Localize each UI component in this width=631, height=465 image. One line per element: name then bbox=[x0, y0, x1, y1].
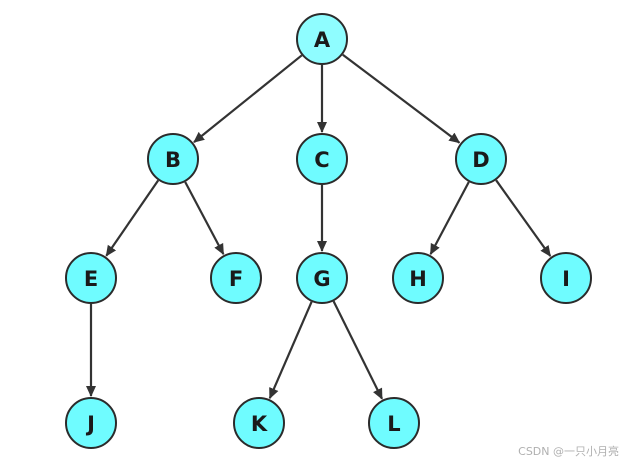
edge-a-b bbox=[193, 54, 303, 143]
tree-node-c: C bbox=[296, 133, 348, 185]
node-circle bbox=[233, 397, 285, 449]
node-label: H bbox=[409, 267, 427, 291]
edge-g-k bbox=[268, 301, 313, 400]
node-circle bbox=[540, 252, 592, 304]
tree-node-a: A bbox=[296, 13, 348, 65]
tree-node-h: H bbox=[392, 252, 444, 304]
node-circle bbox=[296, 133, 348, 185]
node-label: B bbox=[165, 148, 181, 172]
tree-node-e: E bbox=[65, 252, 117, 304]
tree-node-f: F bbox=[210, 252, 262, 304]
node-label: C bbox=[314, 148, 329, 172]
edge-b-f bbox=[184, 181, 225, 255]
node-circle bbox=[147, 133, 199, 185]
tree-node-d: D bbox=[455, 133, 507, 185]
node-circle bbox=[455, 133, 507, 185]
node-label: A bbox=[314, 28, 331, 52]
node-label: J bbox=[85, 412, 95, 436]
node-label: D bbox=[472, 148, 489, 172]
watermark: CSDN @一只小月亮 bbox=[518, 445, 619, 458]
node-label: K bbox=[251, 412, 268, 436]
tree-node-i: I bbox=[540, 252, 592, 304]
tree-node-k: K bbox=[233, 397, 285, 449]
tree-node-b: B bbox=[147, 133, 199, 185]
edge-d-h bbox=[429, 181, 470, 255]
node-circle bbox=[65, 252, 117, 304]
node-label: E bbox=[84, 267, 98, 291]
node-label: G bbox=[313, 267, 330, 291]
edge-a-d bbox=[342, 53, 461, 144]
node-circle bbox=[210, 252, 262, 304]
node-circle bbox=[296, 13, 348, 65]
node-circle bbox=[296, 252, 348, 304]
edge-d-i bbox=[495, 179, 552, 257]
nodes-layer: A B C D E F G H I J K L bbox=[65, 13, 592, 449]
node-circle bbox=[368, 397, 420, 449]
node-label: F bbox=[229, 267, 243, 291]
node-label: I bbox=[562, 267, 570, 291]
edge-b-e bbox=[105, 179, 160, 257]
tree-node-l: L bbox=[368, 397, 420, 449]
tree-node-j: J bbox=[65, 397, 117, 449]
node-circle bbox=[392, 252, 444, 304]
edges-layer bbox=[86, 53, 552, 400]
tree-node-g: G bbox=[296, 252, 348, 304]
edge-g-l bbox=[332, 300, 383, 400]
node-label: L bbox=[387, 412, 400, 436]
node-circle bbox=[65, 397, 117, 449]
